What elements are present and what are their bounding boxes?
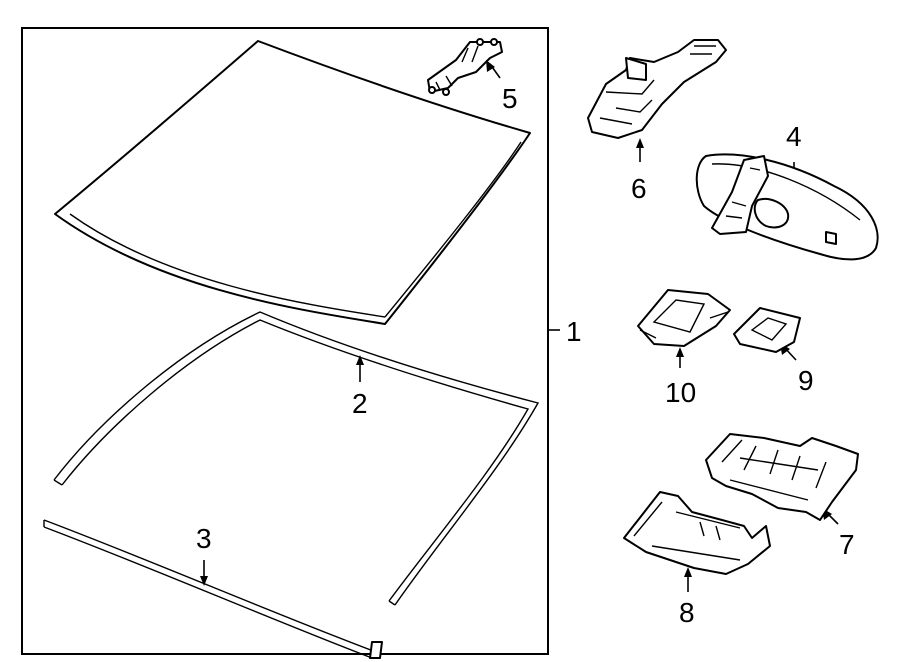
rear-view-mirror-part: [695, 153, 879, 261]
sensor-cover-lower-part: [623, 491, 771, 575]
callout-9: 9: [798, 365, 814, 396]
callout-8: 8: [679, 597, 695, 628]
callout-2: 2: [352, 388, 368, 419]
sensor-cover-upper-part: [705, 433, 859, 521]
callout-10: 10: [665, 377, 696, 408]
callout-7: 7: [839, 529, 855, 560]
callout-6: 6: [631, 173, 647, 204]
mirror-bracket-part: [427, 38, 503, 96]
callout-3: 3: [196, 523, 212, 554]
callout-5: 5: [502, 83, 518, 114]
sensor-pad-part: [733, 307, 801, 353]
windshield-glass: [54, 40, 531, 325]
mirror-mount-part: [587, 39, 727, 139]
callout-1: 1: [566, 316, 582, 347]
assembly-frame: [21, 27, 549, 655]
windshield-seal-part: [53, 311, 540, 606]
sensor-bracket-part: [637, 289, 731, 347]
callout-4: 4: [786, 121, 802, 152]
lower-molding-part: [43, 519, 383, 659]
